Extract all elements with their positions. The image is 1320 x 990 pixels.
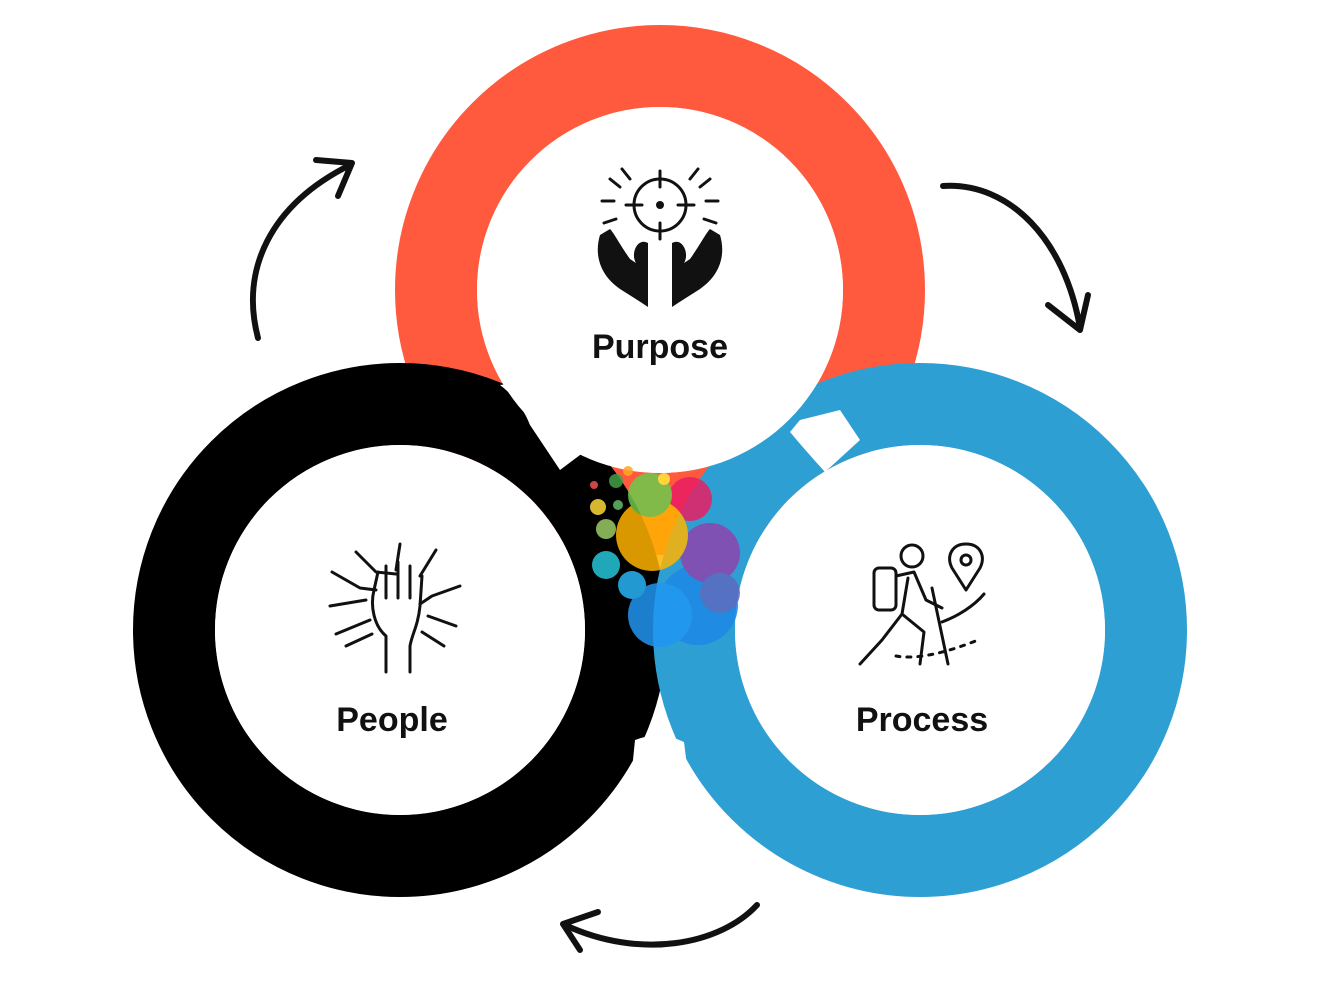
hiker-location-icon [858, 542, 986, 666]
cycle-arrows [249, 157, 1091, 953]
purpose-label: Purpose [592, 328, 728, 366]
arrow-purpose-to-process [940, 182, 1091, 333]
gap-process-people [630, 735, 690, 790]
gap-purpose-process [790, 410, 860, 472]
colorful-head-icon [590, 466, 740, 647]
people-label: People [336, 701, 447, 739]
people-ring [133, 363, 667, 897]
hands-target-icon [597, 167, 723, 307]
arrow-process-to-people [560, 902, 760, 953]
people-interior [215, 445, 585, 815]
process-label: Process [856, 701, 988, 739]
arrow-people-to-purpose [249, 157, 355, 341]
stacked-hands-icon [328, 542, 462, 674]
purpose-interior [477, 107, 843, 473]
